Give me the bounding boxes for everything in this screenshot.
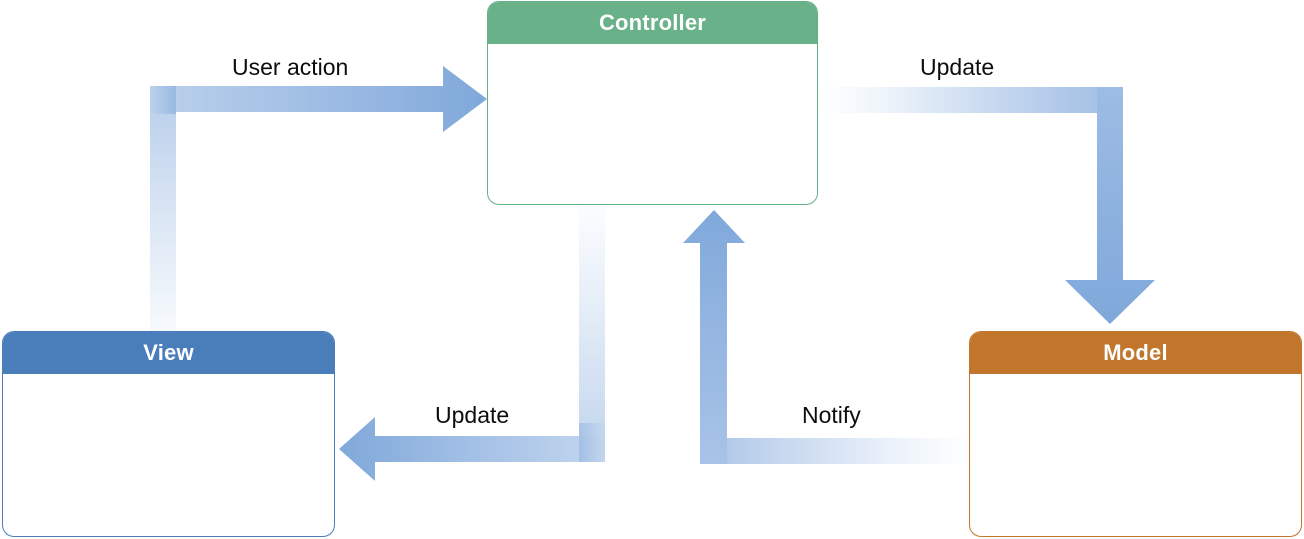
edge-label-user-action: User action [232, 54, 349, 80]
edge-update-bottom [339, 205, 605, 481]
node-view-title: View [3, 332, 334, 374]
node-controller-title: Controller [488, 2, 817, 44]
edge-update-right [818, 87, 1155, 324]
node-model-title: Model [970, 332, 1301, 374]
node-model[interactable]: Model [969, 331, 1302, 537]
edge-user-action [150, 66, 487, 334]
edge-label-update-bottom: Update [435, 402, 510, 428]
node-view[interactable]: View [2, 331, 335, 537]
edge-label-notify: Notify [802, 402, 861, 428]
edge-label-update-right: Update [920, 54, 995, 80]
node-controller[interactable]: Controller [487, 1, 818, 205]
